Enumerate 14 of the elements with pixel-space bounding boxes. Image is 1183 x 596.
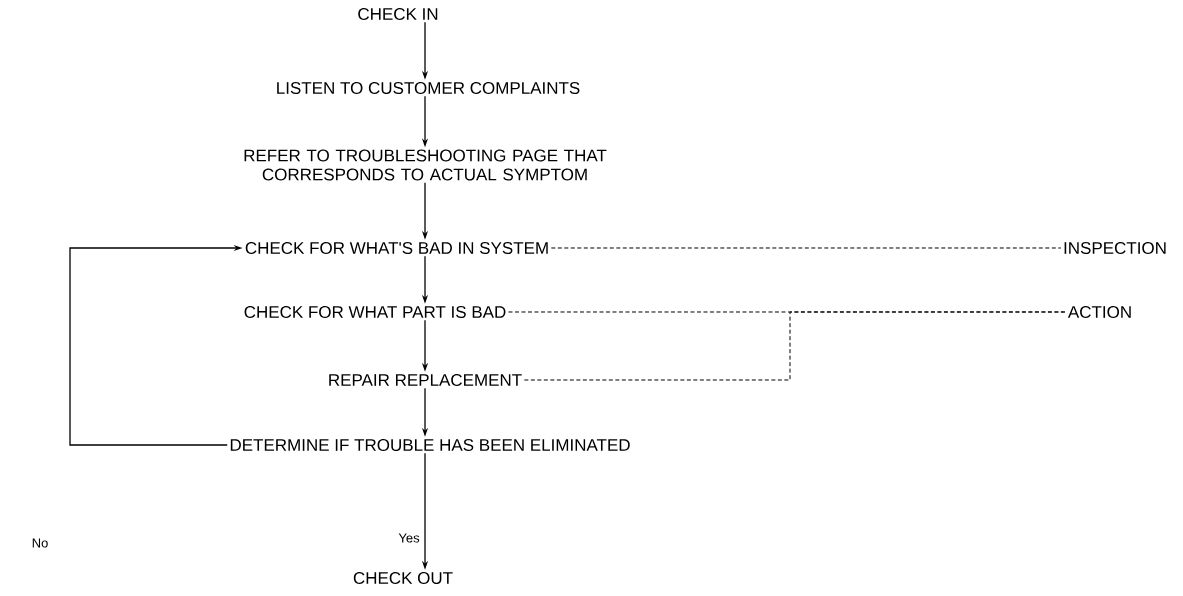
dashed-leader	[523, 311, 1067, 381]
step-label: LISTEN TO CUSTOMER COMPLAINTS	[277, 82, 580, 94]
step-label: REFER TO TROUBLESHOOTING PAGE THAT CORRESPONDS TO ACTUAL SYMPTOM	[244, 149, 607, 181]
dashed-leader	[550, 247, 1062, 249]
step-label: CHECK FOR WHAT PART IS BAD	[244, 305, 506, 318]
step-label: CHECK IN	[358, 8, 438, 20]
step-label: CHECK OUT	[353, 571, 453, 584]
edge-label: Yes	[397, 532, 421, 544]
text-label: No	[32, 538, 48, 548]
step-label: DETERMINE IF TROUBLE HAS BEEN ELIMINATED	[230, 438, 630, 451]
step-label: REPAIR REPLACEMENT	[329, 373, 522, 386]
step-label: INSPECTION	[1064, 241, 1166, 254]
step-label: CHECK FOR WHAT'S BAD IN SYSTEM	[245, 241, 548, 254]
step-label: ACTION	[1067, 305, 1131, 318]
